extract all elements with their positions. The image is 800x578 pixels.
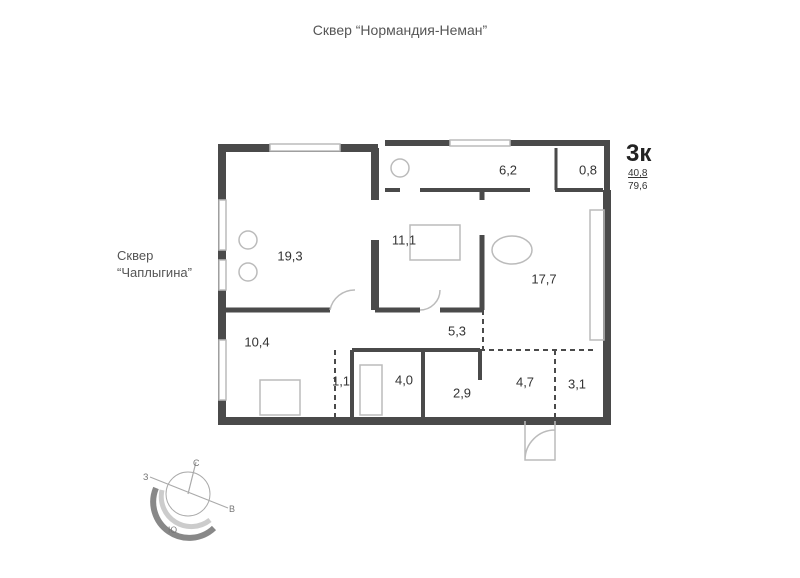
compass-south: Ю: [168, 525, 177, 535]
park-label-line-2: “Чаплыгина”: [117, 265, 192, 280]
room-area-bedroom: 11,1: [391, 232, 417, 248]
room-area-storage: 0,8: [578, 162, 598, 178]
room-area-wardrobe: 3,1: [567, 376, 587, 392]
plan-title: Сквер “Нормандия-Неман”: [312, 22, 488, 38]
room-area-bedroom-2: 10,4: [244, 334, 270, 350]
compass: [149, 461, 229, 541]
compass-north: С: [193, 458, 200, 468]
room-area-bathroom: 4,0: [394, 372, 414, 388]
apartment-type: 3к: [626, 140, 652, 167]
park-label: Сквер “Чаплыгина”: [117, 247, 192, 281]
compass-east: В: [229, 504, 235, 514]
room-area-hall: 5,3: [447, 323, 467, 339]
park-label-line-1: Сквер: [117, 248, 154, 263]
room-area-shower: 2,9: [452, 385, 472, 401]
room-area-balcony: 6,2: [498, 162, 518, 178]
room-area-entry: 4,7: [515, 374, 535, 390]
living-area: 40,8: [628, 168, 648, 179]
compass-west: З: [143, 472, 148, 482]
total-area: 79,6: [628, 181, 648, 192]
room-area-living: 19,3: [277, 248, 303, 264]
room-area-closet: 1,1: [331, 373, 351, 389]
room-area-kitchen: 17,7: [531, 271, 557, 287]
